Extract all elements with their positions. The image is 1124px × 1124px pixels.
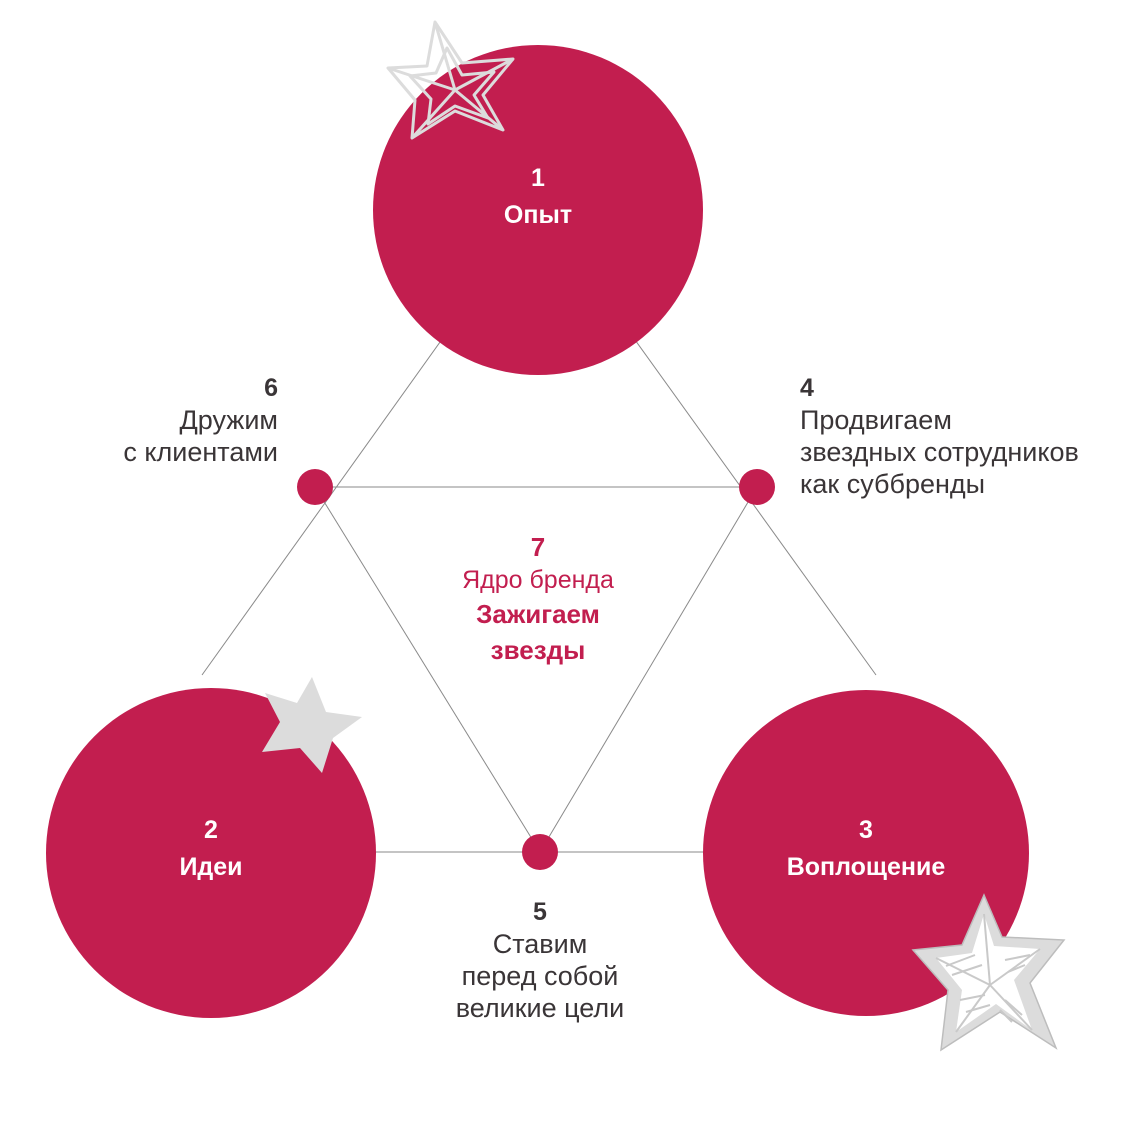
point-6-line-1: Дружим [179, 405, 278, 435]
core-subtitle: Ядро бренда [462, 566, 614, 594]
node-circle-2 [46, 688, 376, 1018]
point-4-line-1: Продвигаем [800, 405, 952, 435]
point-dot-4 [739, 469, 775, 505]
point-6-line-2: с клиентами [123, 437, 278, 467]
brand-core: 7 Ядро бренда Зажигаем звезды [398, 530, 678, 668]
node-2-number: 2 [204, 816, 218, 844]
point-dot-6 [297, 469, 333, 505]
point-4: 4 Продвигаем звездных сотрудников как су… [800, 372, 1120, 500]
node-2-label: Идеи [179, 853, 243, 881]
point-5-line-1: Ставим [492, 929, 588, 959]
node-circle-1 [373, 45, 703, 375]
node-3-label: Воплощение [786, 853, 946, 881]
node-1: 1 Опыт [438, 160, 638, 234]
outline-star-icon [386, 20, 515, 140]
node-3: 3 Воплощение [736, 812, 996, 886]
point-5-number: 5 [533, 898, 547, 926]
point-5-line-3: великие цели [455, 993, 625, 1023]
node-circle-3 [703, 690, 1029, 1016]
core-line-2: звезды [490, 635, 586, 665]
patterned-star-icon [911, 893, 1066, 1052]
point-5-line-2: перед собой [461, 961, 619, 991]
inner-edge-4-5 [539, 486, 758, 853]
point-dot-5 [522, 834, 558, 870]
solid-star-icon [262, 677, 362, 773]
core-number: 7 [530, 532, 546, 562]
inner-edge-6-5 [314, 486, 541, 853]
point-6-number: 6 [264, 374, 278, 402]
point-6: 6 Дружим с клиентами [60, 372, 278, 468]
node-1-label: Опыт [503, 201, 573, 229]
point-4-number: 4 [800, 374, 814, 402]
point-5: 5 Ставим перед собой великие цели [390, 896, 690, 1024]
node-2: 2 Идеи [111, 812, 311, 886]
point-4-line-3: как суббренды [800, 469, 986, 499]
core-line-1: Зажигаем [476, 599, 600, 629]
point-4-line-2: звездных сотрудников [800, 437, 1079, 467]
node-3-number: 3 [859, 816, 873, 844]
node-1-number: 1 [531, 164, 545, 192]
